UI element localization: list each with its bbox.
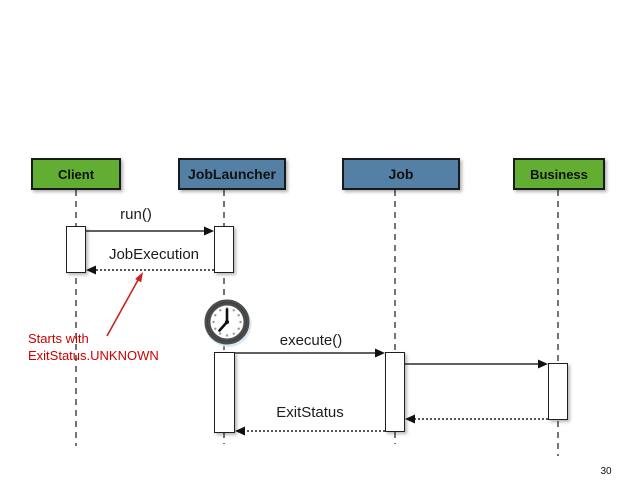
arrowhead-jobexecution <box>86 265 96 275</box>
actor-job-label: Job <box>388 166 414 182</box>
arrowhead-execute <box>375 348 385 358</box>
arrowhead-exitstatus <box>235 426 245 436</box>
actor-joblauncher-label: JobLauncher <box>188 166 276 182</box>
clock-icon <box>204 299 252 347</box>
annotation-arrow <box>106 279 139 337</box>
actor-business: Business <box>513 158 605 190</box>
activation-joblauncher-1 <box>214 226 234 273</box>
activation-job <box>385 352 405 432</box>
message-label-jobexecution: JobExecution <box>108 246 200 263</box>
annotation-line-1: Starts with <box>28 331 89 346</box>
actor-client: Client <box>31 158 121 190</box>
actor-client-label: Client <box>57 166 95 182</box>
arrowhead-run <box>204 226 214 236</box>
annotation-text: Starts with ExitStatus.UNKNOWN <box>28 330 159 364</box>
message-label-run: run() <box>120 206 152 223</box>
message-label-exitstatus: ExitStatus <box>276 404 344 421</box>
actor-business-label: Business <box>530 166 588 182</box>
annotation-arrowhead <box>135 272 143 283</box>
actor-joblauncher: JobLauncher <box>178 158 286 190</box>
annotation-line-2: ExitStatus.UNKNOWN <box>28 348 159 363</box>
message-label-execute: execute() <box>279 332 343 349</box>
arrowhead-business-to-job <box>405 414 415 424</box>
page-number: 30 <box>600 466 612 477</box>
arrowhead-job-to-business <box>538 359 548 369</box>
actor-job: Job <box>342 158 460 190</box>
activation-client <box>66 226 86 273</box>
activation-joblauncher-2 <box>214 352 235 433</box>
activation-business <box>548 363 568 420</box>
